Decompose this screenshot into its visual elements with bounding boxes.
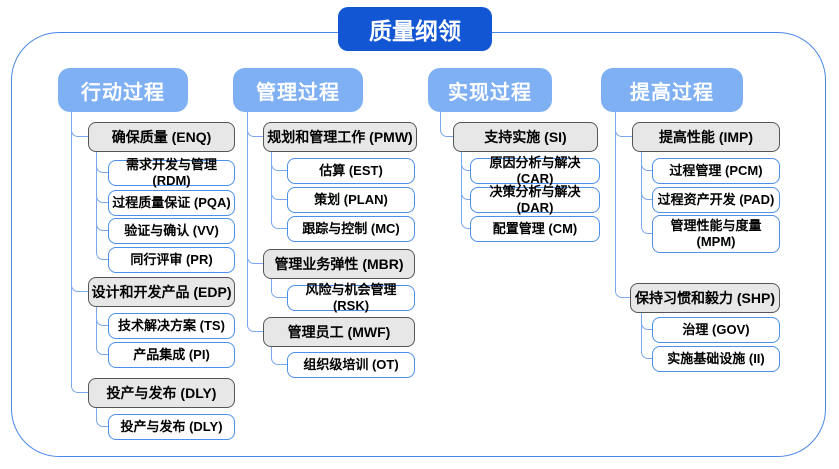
column-header-action-process: 行动过程 xyxy=(58,68,188,112)
group-node-dly: 投产与发布 (DLY) xyxy=(88,378,235,408)
leaf-node-gov: 治理 (GOV) xyxy=(652,317,780,343)
leaf-node-rdm: 需求开发与管理 (RDM) xyxy=(108,157,235,188)
column-header-improvement-process: 提高过程 xyxy=(601,68,743,112)
leaf-node-pqa: 过程质量保证 (PQA) xyxy=(108,190,235,216)
group-node-imp: 提高性能 (IMP) xyxy=(632,122,780,152)
leaf-node-mc: 跟踪与控制 (MC) xyxy=(287,216,415,242)
group-node-mwf: 管理员工 (MWF) xyxy=(263,317,415,347)
connector xyxy=(271,279,287,298)
connector xyxy=(96,408,108,427)
connector xyxy=(271,347,287,365)
connector xyxy=(440,112,453,137)
connector xyxy=(641,313,652,359)
leaf-node-rsk: 风险与机会管理 (RSK) xyxy=(287,282,415,313)
connector xyxy=(641,152,652,234)
connector xyxy=(96,152,108,260)
leaf-node-pi: 产品集成 (PI) xyxy=(108,342,235,368)
leaf-node-plan: 策划 (PLAN) xyxy=(287,187,415,213)
column-header-implementation-process: 实现过程 xyxy=(428,68,552,112)
column-header-management-process: 管理过程 xyxy=(233,68,363,112)
leaf-node-pcm: 过程管理 (PCM) xyxy=(652,158,780,184)
root-title: 质量纲领 xyxy=(338,7,492,51)
group-node-mbr: 管理业务弹性 (MBR) xyxy=(263,249,415,279)
leaf-node-dly-child: 投产与发布 (DLY) xyxy=(108,414,235,440)
leaf-node-cm: 配置管理 (CM) xyxy=(470,216,600,242)
leaf-node-est: 估算 (EST) xyxy=(287,158,415,184)
connector xyxy=(247,112,263,332)
connector xyxy=(271,152,287,229)
connector xyxy=(615,112,630,298)
leaf-node-vv: 验证与确认 (VV) xyxy=(108,218,235,244)
leaf-node-dar: 决策分析与解决 (DAR) xyxy=(470,184,600,215)
leaf-node-car: 原因分析与解决 (CAR) xyxy=(470,155,600,186)
group-node-edp: 设计和开发产品 (EDP) xyxy=(88,277,235,307)
connector xyxy=(71,112,88,393)
leaf-node-mpm: 管理性能与度量 (MPM) xyxy=(652,215,780,253)
connector xyxy=(96,307,108,355)
group-node-shp: 保持习惯和毅力 (SHP) xyxy=(630,283,780,313)
leaf-node-pr: 同行评审 (PR) xyxy=(108,247,235,273)
leaf-node-pad: 过程资产开发 (PAD) xyxy=(652,187,780,213)
leaf-node-ts: 技术解决方案 (TS) xyxy=(108,313,235,339)
leaf-node-ii: 实施基础设施 (II) xyxy=(652,346,780,372)
group-node-pmw: 规划和管理工作 (PMW) xyxy=(263,122,417,152)
connector xyxy=(461,152,470,229)
group-node-enq: 确保质量 (ENQ) xyxy=(88,122,235,152)
group-node-si: 支持实施 (SI) xyxy=(453,122,598,152)
leaf-node-ot: 组织级培训 (OT) xyxy=(287,352,415,378)
